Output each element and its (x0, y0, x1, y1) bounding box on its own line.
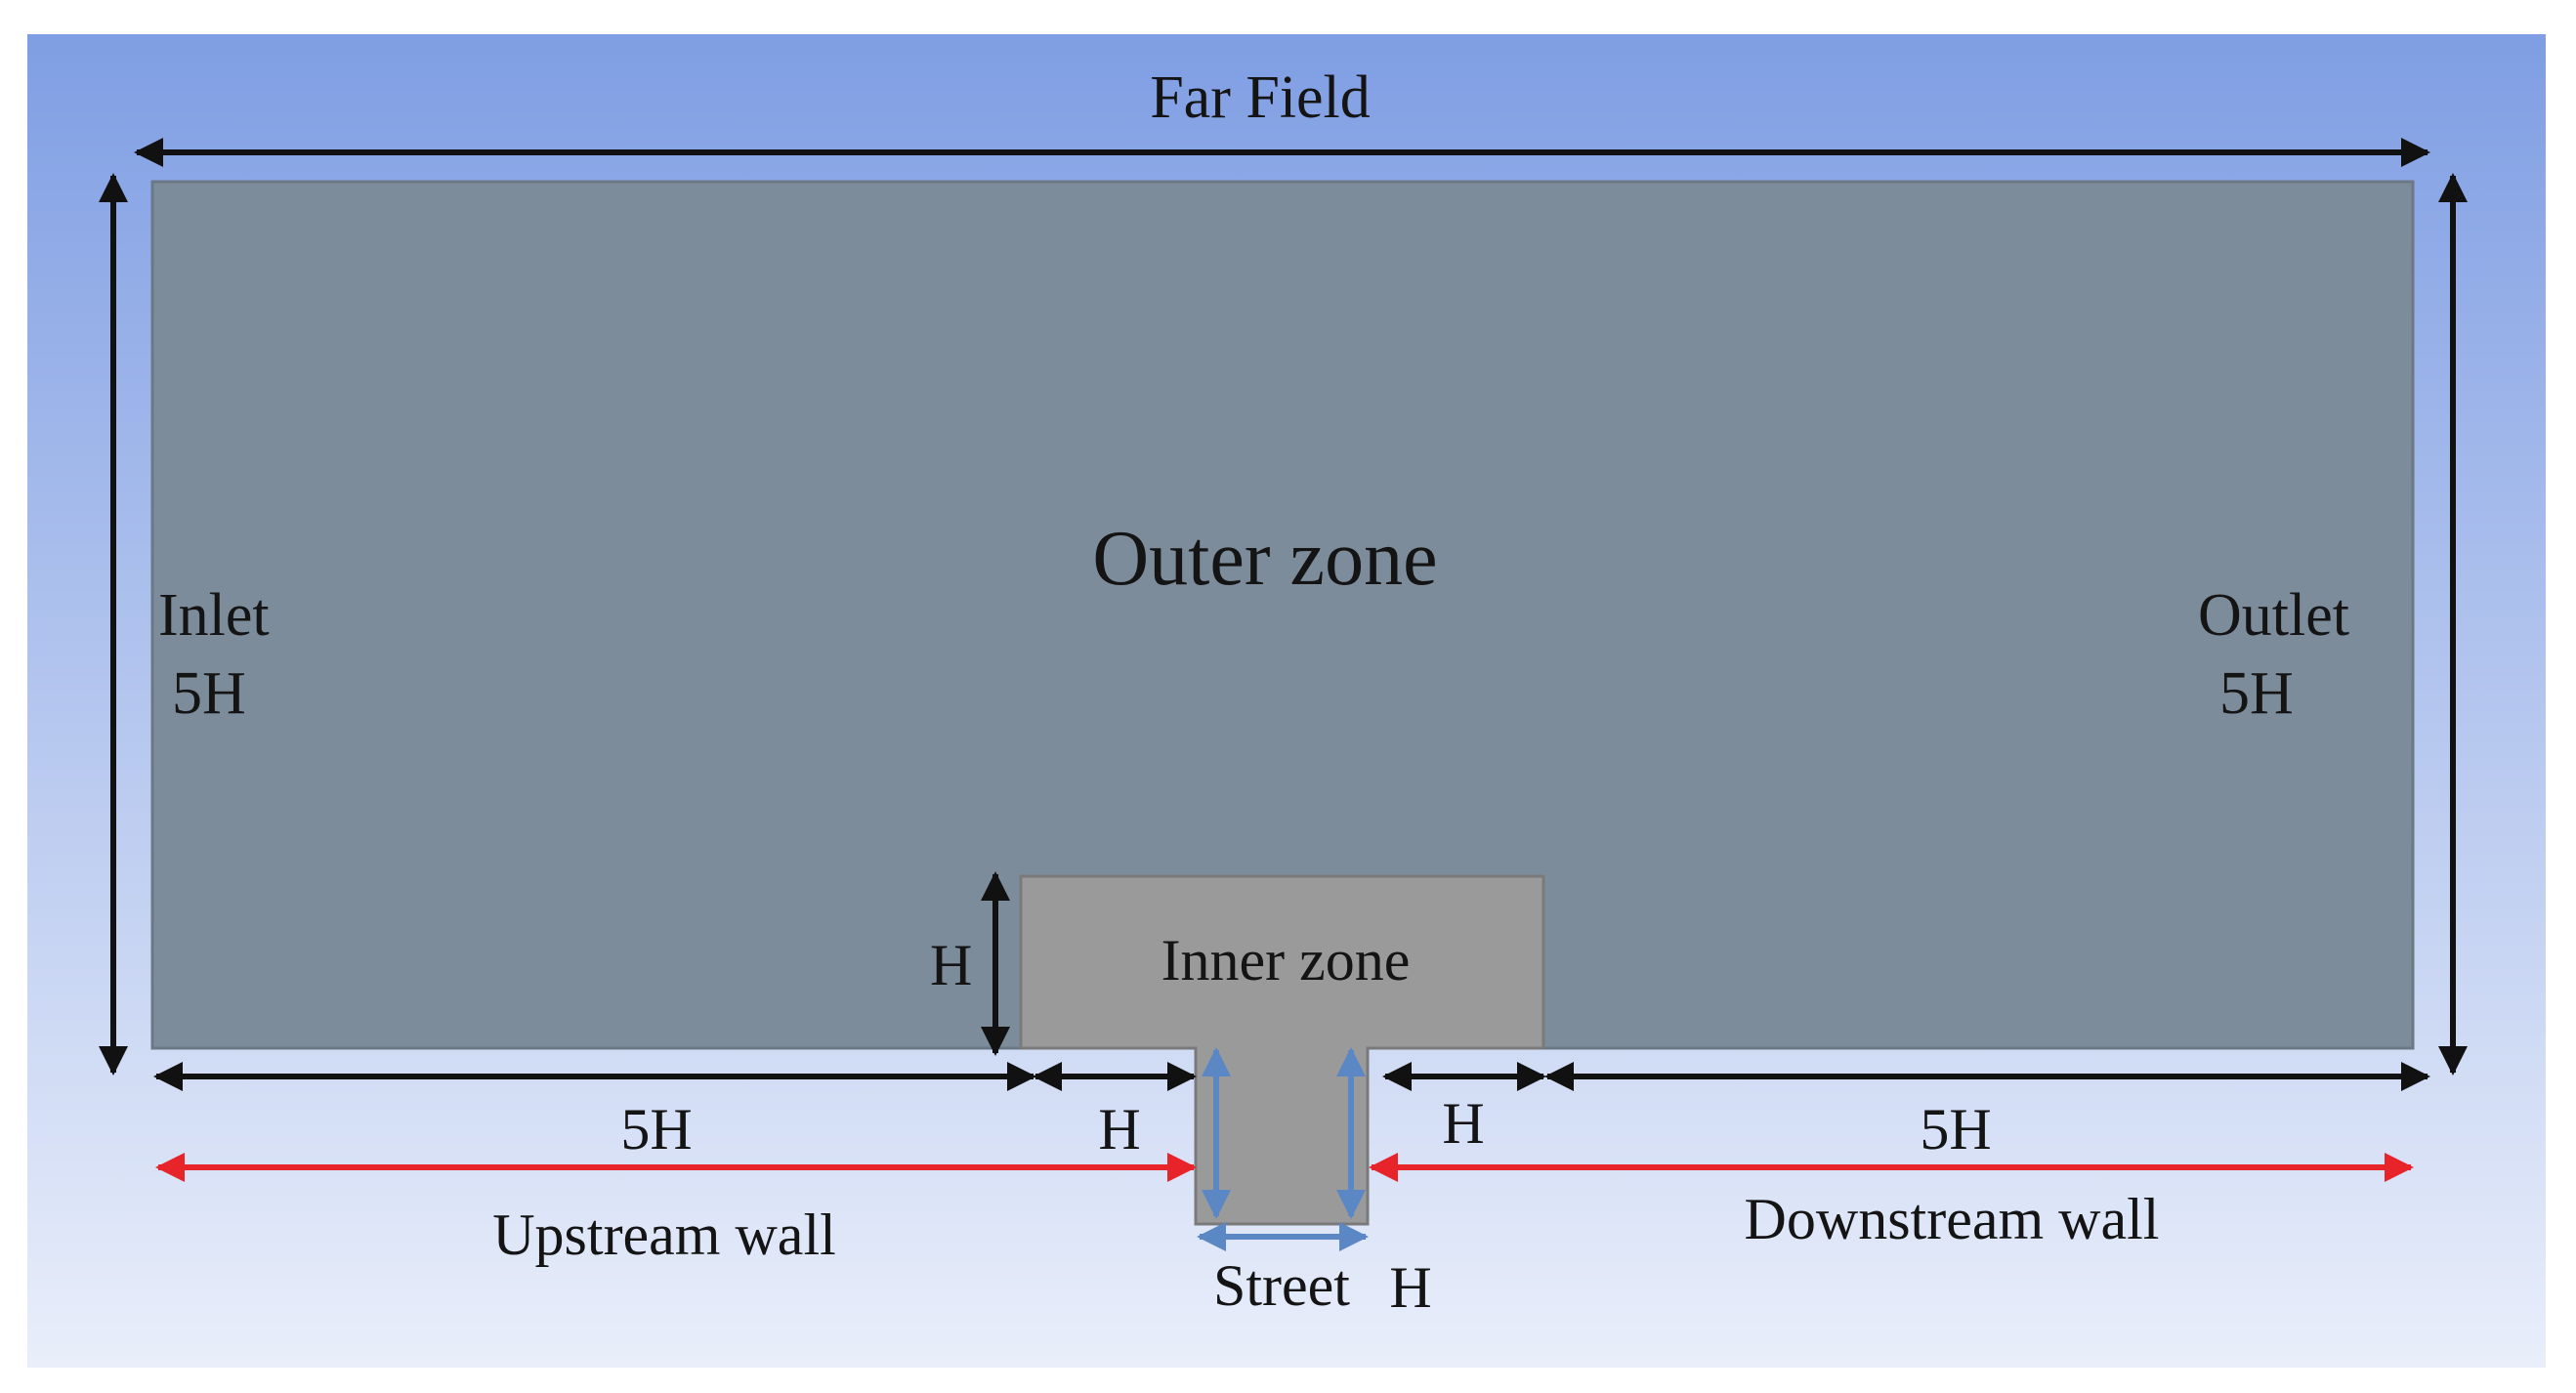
downstream-inner-length-label: H (1442, 1091, 1484, 1156)
inlet-label: Inlet (158, 582, 270, 649)
outlet-label: Outlet (2198, 582, 2349, 649)
downstream-length-label: 5H (1920, 1097, 1991, 1161)
inlet-height-label: 5H (172, 660, 246, 727)
far-field-label: Far Field (1150, 64, 1371, 131)
downstream-wall-label: Downstream wall (1745, 1187, 2160, 1251)
upstream-wall-label: Upstream wall (492, 1203, 836, 1267)
street-label: Street (1213, 1253, 1350, 1318)
outlet-height-label: 5H (2219, 660, 2294, 727)
street-width-label: H (1389, 1255, 1431, 1320)
inner-zone-label: Inner zone (1161, 928, 1411, 992)
upstream-length-label: 5H (620, 1097, 692, 1161)
outer-zone-label: Outer zone (1092, 516, 1437, 602)
upstream-inner-length-label: H (1098, 1097, 1140, 1161)
inner-zone-height-label: H (930, 933, 972, 997)
